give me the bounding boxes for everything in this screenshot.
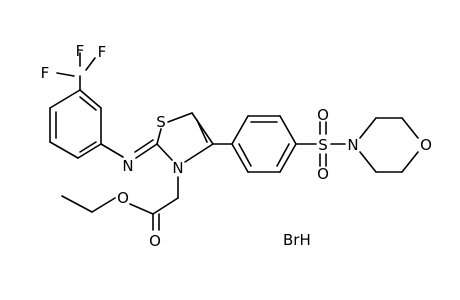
carbonyl-oxygen: O [149,232,161,250]
sulfonyl-oxygen-bottom: O [317,165,329,183]
imine-bonds [100,139,158,159]
morpholine-oxygen: O [420,136,432,154]
hydrobromide-salt-label: BrH [283,231,311,249]
sulfonyl-bonds [295,121,346,167]
thiazole-nitrogen: N [172,159,183,177]
thiazole-sulfur: S [156,113,166,131]
trifluoromethyl-group [56,52,96,91]
ester-oxygen: O [117,189,129,207]
left-benzene-ring [49,89,102,159]
sulfonyl-oxygen-top: O [317,106,329,124]
sulfonyl-sulfur: S [318,136,328,154]
ethyl-acetate-chain [61,176,179,231]
fluorine-atom-left: F [41,64,50,82]
morpholine-ring [359,117,419,173]
thiazole-ring [156,112,214,163]
fluorine-atom-right: F [98,43,107,61]
morpholine-nitrogen: N [347,136,358,154]
right-benzene-ring [212,115,297,173]
imine-nitrogen: N [122,157,133,175]
fluorine-atom-top: F [76,42,85,60]
